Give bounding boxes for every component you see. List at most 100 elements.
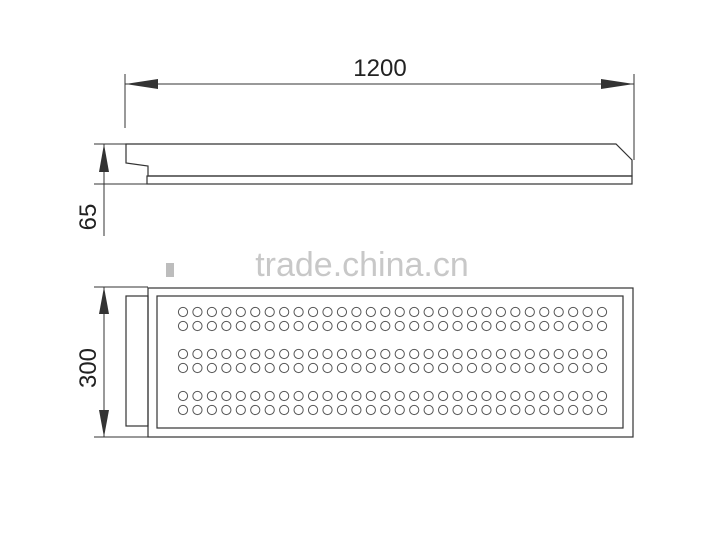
plan-view xyxy=(125,287,634,438)
led-dot xyxy=(221,404,232,416)
side-profile-view xyxy=(125,143,633,185)
led-dot xyxy=(279,362,290,374)
led-dot xyxy=(582,306,593,318)
led-dot xyxy=(466,362,478,374)
led-dot xyxy=(235,390,246,402)
length-arrow-left xyxy=(125,79,158,89)
led-dot xyxy=(264,306,275,318)
led-dot xyxy=(553,390,564,402)
height-dimension-label: 65 xyxy=(75,204,102,231)
led-dot xyxy=(568,362,579,374)
led-dot xyxy=(250,306,261,318)
led-dot xyxy=(510,348,521,360)
led-dot xyxy=(264,348,275,360)
led-dot xyxy=(466,348,478,360)
led-dot xyxy=(524,348,535,360)
led-dot xyxy=(553,320,564,332)
led-dot xyxy=(423,320,434,332)
led-dot xyxy=(322,362,333,374)
led-dot xyxy=(481,348,492,360)
led-dot xyxy=(539,404,550,416)
led-dot xyxy=(495,390,506,402)
led-dot xyxy=(423,404,434,416)
led-dot xyxy=(351,362,362,374)
panel-outer-frame xyxy=(147,287,634,438)
led-dot xyxy=(192,348,203,360)
led-dot xyxy=(177,362,189,374)
led-dot xyxy=(365,320,376,332)
led-dot xyxy=(481,362,492,374)
led-dot xyxy=(438,390,449,402)
led-dot xyxy=(250,390,261,402)
led-dot xyxy=(438,306,449,318)
led-dot xyxy=(336,348,348,360)
led-dot xyxy=(351,404,362,416)
led-dot xyxy=(221,320,232,332)
led-dot xyxy=(351,348,362,360)
led-dot xyxy=(221,362,232,374)
led-dot xyxy=(452,390,463,402)
led-dot xyxy=(322,404,333,416)
led-dot xyxy=(452,404,463,416)
led-dot xyxy=(524,390,535,402)
led-dot xyxy=(250,404,261,416)
length-dimension-label: 1200 xyxy=(353,55,406,82)
led-dot xyxy=(409,390,420,402)
led-dot xyxy=(264,404,275,416)
led-dot xyxy=(307,306,319,318)
led-dot xyxy=(293,348,304,360)
led-dot xyxy=(524,306,535,318)
led-dot xyxy=(481,404,492,416)
led-dot xyxy=(409,362,420,374)
led-dot xyxy=(206,362,217,374)
led-dot xyxy=(466,320,478,332)
profile-base-plate xyxy=(146,175,633,185)
led-dot xyxy=(539,362,550,374)
led-dot xyxy=(380,348,391,360)
led-dot xyxy=(596,362,608,374)
led-dot xyxy=(192,362,203,374)
led-dot xyxy=(293,306,304,318)
led-dot xyxy=(279,306,290,318)
led-dot xyxy=(596,404,608,416)
led-dot xyxy=(524,362,535,374)
led-dot xyxy=(293,404,304,416)
led-dot xyxy=(394,404,405,416)
led-dot xyxy=(264,362,275,374)
led-dot xyxy=(423,390,434,402)
led-dot xyxy=(466,390,478,402)
led-dot xyxy=(206,320,217,332)
led-dot xyxy=(322,348,333,360)
led-dot xyxy=(365,362,376,374)
led-dot xyxy=(495,362,506,374)
led-dot xyxy=(539,320,550,332)
led-dot xyxy=(553,348,564,360)
led-dot xyxy=(206,390,217,402)
led-dot xyxy=(365,348,376,360)
led-dot xyxy=(221,390,232,402)
width-dimension xyxy=(94,286,148,438)
led-dot xyxy=(380,320,391,332)
led-dot xyxy=(336,320,348,332)
height-arrow-top xyxy=(99,144,109,172)
led-dot xyxy=(596,348,608,360)
led-dot xyxy=(423,362,434,374)
led-dot xyxy=(279,320,290,332)
led-dot xyxy=(192,306,203,318)
led-dot xyxy=(293,362,304,374)
width-dimension-label: 300 xyxy=(75,348,102,388)
led-dot xyxy=(336,390,348,402)
led-dot xyxy=(380,306,391,318)
led-dot xyxy=(235,362,246,374)
led-dot xyxy=(293,320,304,332)
led-dot xyxy=(510,320,521,332)
led-dot xyxy=(322,320,333,332)
led-dot xyxy=(307,390,319,402)
watermark-text: trade.china.cn xyxy=(255,246,469,284)
profile-body-outline xyxy=(125,143,633,177)
led-dot xyxy=(380,362,391,374)
height-dimension xyxy=(94,143,147,236)
led-dot xyxy=(365,404,376,416)
led-dot xyxy=(307,348,319,360)
led-dot xyxy=(510,362,521,374)
